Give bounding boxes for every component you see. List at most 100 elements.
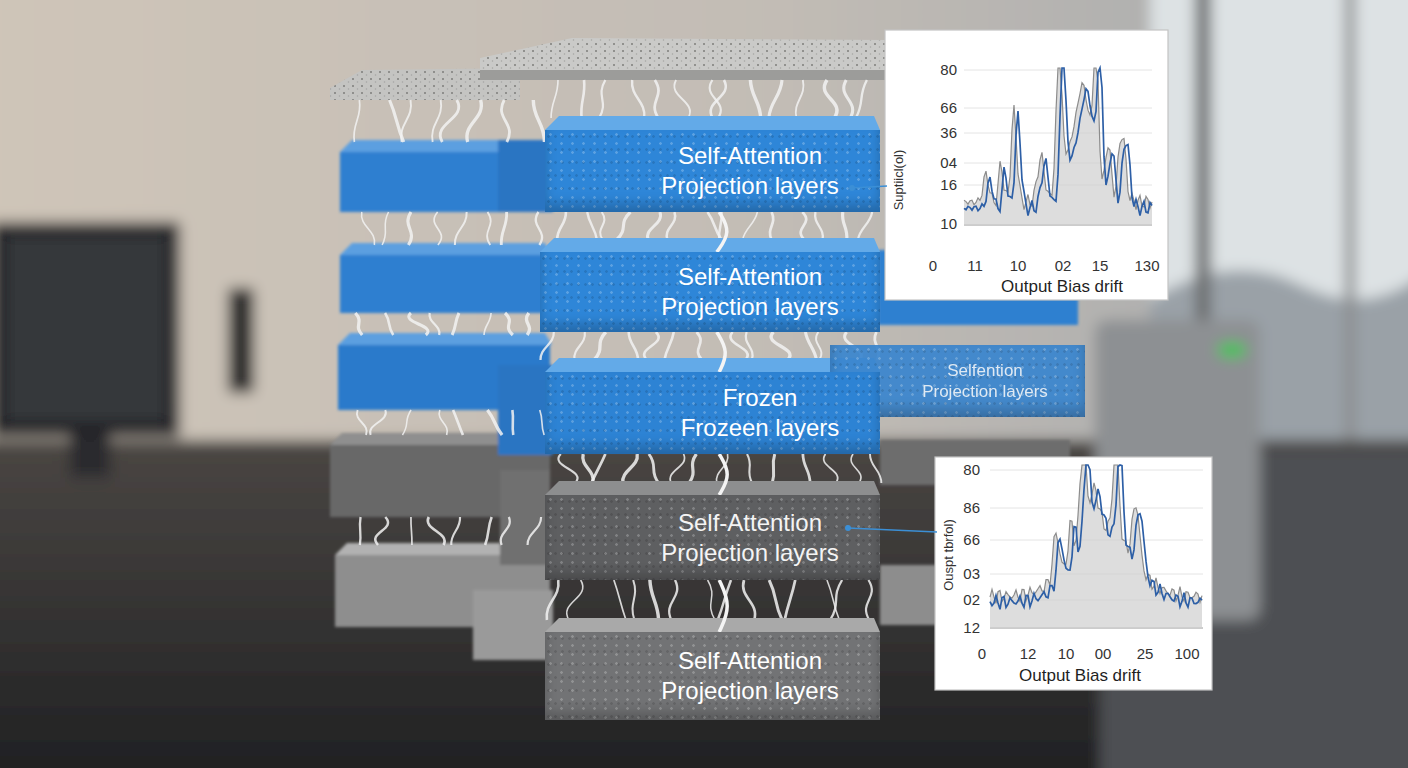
slab xyxy=(340,255,550,313)
line-chart xyxy=(935,457,1212,690)
fibre-strand xyxy=(467,100,481,142)
grid-line xyxy=(990,470,1203,471)
axis-tick-holder: 0 xyxy=(929,258,937,275)
fibre-strands xyxy=(354,80,881,620)
axis-title-holder: Suptiicl(ol) xyxy=(892,150,906,211)
fibre-strand xyxy=(669,580,677,620)
fibre-strand xyxy=(355,313,362,335)
axis-tick: 0 xyxy=(929,258,937,275)
fibre-strand xyxy=(742,212,757,240)
axis-tick: 12 xyxy=(1020,646,1037,663)
axis-tick-holder: 10 xyxy=(940,216,957,233)
axis-tick-holder: 100 xyxy=(1174,646,1199,663)
fibre-strand xyxy=(650,580,659,620)
chart-line xyxy=(990,465,1202,609)
fibre-strand xyxy=(664,332,673,360)
fibre-strand xyxy=(750,80,760,118)
slab-top xyxy=(540,238,880,252)
axis-tick-holder: 12 xyxy=(963,620,980,637)
axis-tick: 0 xyxy=(978,646,986,663)
fibre-strand xyxy=(629,332,638,360)
axis-tick: 25 xyxy=(1137,646,1154,663)
axis-tick-holder: 02 xyxy=(963,592,980,609)
chart-panel xyxy=(885,30,1168,300)
layer-label: Self-Attention Projection layers xyxy=(640,141,860,201)
axis-tick: 86 xyxy=(963,500,980,517)
fibre-strand xyxy=(382,212,388,245)
fibre-strand xyxy=(718,580,731,620)
fibre-strand xyxy=(411,517,412,545)
chart-line xyxy=(964,68,1152,216)
fibre-strand xyxy=(547,580,559,620)
fibre-strand xyxy=(856,80,867,118)
fibre-strand xyxy=(451,517,460,545)
frozen-slab: Frozen Frozeen layers xyxy=(545,372,880,454)
leader-dot xyxy=(849,185,855,191)
axis-tick: 66 xyxy=(940,100,957,117)
concrete-texture xyxy=(480,38,890,72)
slab-top xyxy=(545,116,880,130)
axis-tick-holder: 03 xyxy=(963,566,980,583)
layer-label: Self-Attention Projection layers xyxy=(640,508,860,568)
fibre-strand xyxy=(614,580,626,620)
fibre-strand xyxy=(648,212,661,240)
fibre-strand xyxy=(805,332,816,360)
fibre-strand xyxy=(816,332,821,360)
fibre-strand xyxy=(769,80,782,118)
leader-dot xyxy=(845,525,851,531)
fibre-strand xyxy=(632,80,644,118)
fibre-strand xyxy=(801,212,807,240)
fibre-strand xyxy=(429,313,439,335)
axis-tick: 02 xyxy=(963,592,980,609)
slab-top xyxy=(340,243,552,255)
axis-tick: 80 xyxy=(940,62,957,79)
concrete-slab xyxy=(480,38,890,72)
fibre-strand xyxy=(434,212,441,245)
fibre-strand xyxy=(501,517,510,545)
fibre-strand xyxy=(370,410,386,435)
fibre-strand xyxy=(667,212,676,240)
layer-slab: Self-Attention Projection layers xyxy=(545,632,880,720)
axis-tick: 10 xyxy=(1058,646,1075,663)
fibre-strand xyxy=(574,332,585,360)
fibre-strand xyxy=(770,212,773,240)
axis-tick: 130 xyxy=(1134,258,1159,275)
fibre-strand xyxy=(583,454,593,483)
axis-tick-holder: 15 xyxy=(1092,258,1109,275)
fibre-strand xyxy=(707,212,721,240)
axis-tick: 04 xyxy=(940,155,957,172)
fibre-strand xyxy=(796,80,804,118)
axis-tick-holder: 04 xyxy=(940,155,957,172)
fibre-strand xyxy=(375,517,388,545)
fibre-strand xyxy=(557,212,566,240)
fibre-strand xyxy=(600,212,604,240)
fibre-strand xyxy=(528,517,542,545)
fibre-strand xyxy=(747,454,752,483)
fibre-strand xyxy=(623,454,638,483)
chart-title: Output Bias drift xyxy=(1019,667,1141,686)
axis-tick: 02 xyxy=(1055,258,1072,275)
axis-tick-holder: 36 xyxy=(940,125,957,142)
fibre-connector xyxy=(717,212,727,252)
layer-slab: Self-Attention Projection layers xyxy=(545,495,880,580)
top-slabs xyxy=(330,38,890,100)
layer-label: Selfention Projection layers xyxy=(915,360,1055,403)
fibre-strand xyxy=(540,332,553,360)
axis-tick: 16 xyxy=(940,177,957,194)
leader-line xyxy=(848,528,937,532)
fibre-strand xyxy=(772,454,774,483)
layer-label: Frozen Frozeen layers xyxy=(678,383,843,443)
axis-title: Suptiicl(ol) xyxy=(892,150,906,211)
fibre-strand xyxy=(487,212,491,245)
device-light xyxy=(1217,342,1247,358)
fibre-strand xyxy=(870,454,881,483)
fibre-strand xyxy=(866,580,872,620)
fibre-strand xyxy=(581,80,584,118)
slab xyxy=(880,565,940,625)
fibre-strand xyxy=(453,410,463,435)
fibre-strand xyxy=(769,580,782,620)
axis-tick: 15 xyxy=(1092,258,1109,275)
fibre-strand xyxy=(484,313,491,335)
fibre-strand xyxy=(452,313,459,335)
axis-tick: 00 xyxy=(1095,646,1112,663)
